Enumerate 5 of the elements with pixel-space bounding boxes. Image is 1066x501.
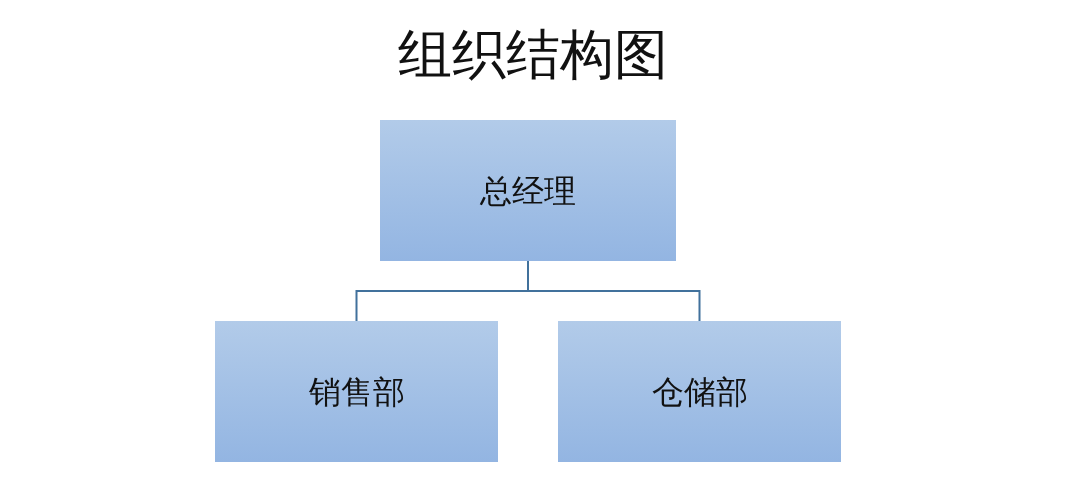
org-box: 总经理	[380, 120, 676, 261]
org-box: 销售部	[215, 321, 498, 462]
org-box: 仓储部	[558, 321, 841, 462]
title: 组织结构图	[398, 22, 668, 88]
connector-line	[527, 260, 701, 322]
